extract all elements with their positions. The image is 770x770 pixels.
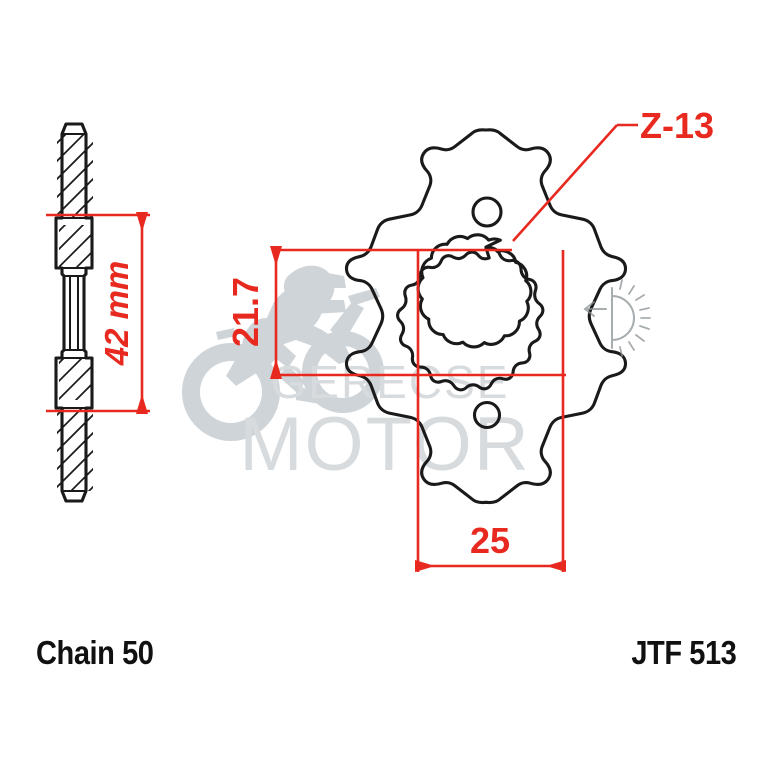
front-view-dimensions: 21.7 25 Z-13 — [225, 105, 714, 572]
section-hatch-lower-step — [59, 358, 91, 400]
watermark-line2: MOTOR — [239, 402, 530, 487]
section-hatch-lower — [57, 407, 93, 491]
front-view — [344, 128, 651, 505]
part-number-label: JTF 513 — [630, 634, 737, 671]
leader-line-z13 — [512, 123, 638, 242]
watermark-line1: GERECSE — [271, 356, 510, 408]
side-section-view — [54, 122, 94, 503]
bolt-hole-lower — [472, 400, 502, 430]
chain-size-label: Chain 50 — [36, 634, 154, 671]
sprocket-outer-profile — [344, 128, 628, 505]
dimension-21-7-label: 21.7 — [225, 277, 266, 347]
spline-bore-scallops — [416, 233, 533, 349]
surface-finish-symbol-icon — [583, 279, 651, 357]
watermark: GERECSE MOTOR — [181, 265, 530, 487]
dimension-42mm-label: 42 mm — [98, 261, 135, 367]
tooth-count-label: Z-13 — [640, 105, 714, 146]
dimension-25-label: 25 — [470, 520, 510, 561]
bolt-hole-upper — [471, 196, 503, 228]
section-hatch-upper-step — [59, 225, 91, 267]
dimension-42mm: 42 mm — [46, 212, 150, 414]
